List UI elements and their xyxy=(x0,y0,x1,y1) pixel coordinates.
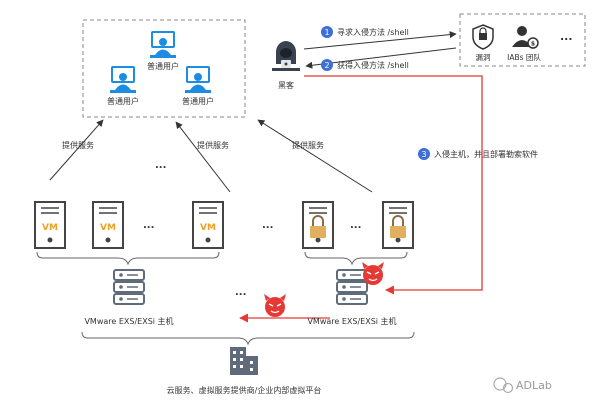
service-arrow-left xyxy=(49,119,104,181)
encrypted-vm-server xyxy=(382,201,414,249)
step1-number: 1 xyxy=(324,28,329,37)
right-vm-brace xyxy=(304,251,408,266)
encrypted-vm-server xyxy=(302,201,334,249)
vm-badge: VM xyxy=(200,223,216,233)
iabs-label: IABs 团队 xyxy=(507,53,541,62)
threat-groups-box xyxy=(459,13,586,67)
users-group-box xyxy=(82,19,246,118)
host-server-icon xyxy=(336,269,368,305)
service-label-left: 提供服务 xyxy=(62,140,94,150)
step2-number: 2 xyxy=(324,61,329,70)
step1-arrow xyxy=(303,31,457,50)
left-vm-brace xyxy=(36,251,220,266)
user-label-right: 普通用户 xyxy=(182,96,214,106)
vm-ellipsis-center: ... xyxy=(262,220,273,231)
watermark-logo-icon xyxy=(493,377,514,394)
user-label-top: 普通用户 xyxy=(147,61,179,71)
host-ellipsis: ... xyxy=(235,287,246,298)
host-label-left: VMware EXS/EXSi 主机 xyxy=(84,316,173,326)
devil-icon xyxy=(263,293,287,318)
step2-text: 获得入侵方法 /shell xyxy=(337,60,409,70)
platform-label: 云服务、虚拟服务提供商/企业内部虚拟平台 xyxy=(167,385,322,395)
user-label-left: 普通用户 xyxy=(107,96,139,106)
vm-badge: VM xyxy=(42,223,58,233)
hacker-label: 黑客 xyxy=(278,80,294,90)
threat-more-ellipsis: ... xyxy=(560,30,573,43)
user-icon xyxy=(149,31,177,59)
step3-attack-path xyxy=(304,75,483,295)
service-label-right: 提供服务 xyxy=(292,140,324,150)
host-label-right: VMware EXS/EXSi 主机 xyxy=(307,316,396,326)
service-arrow-right xyxy=(257,119,373,193)
iabs-team-icon: $ xyxy=(512,26,539,49)
vulnerability-label: 漏洞 xyxy=(476,52,491,62)
vm-ellipsis-right: ... xyxy=(350,220,361,231)
svg-text:$: $ xyxy=(531,41,535,48)
service-label-middle: 提供服务 xyxy=(197,140,229,150)
user-icon xyxy=(109,66,137,94)
service-arrow-middle xyxy=(175,121,231,193)
step2-badge xyxy=(321,59,333,71)
step3-text: 入侵主机，并且部署勒索软件 xyxy=(434,149,538,159)
step3-number: 3 xyxy=(421,150,426,159)
vulnerability-icon xyxy=(472,24,494,50)
vm-badge: VM xyxy=(100,223,116,233)
service-ellipsis: ... xyxy=(155,160,166,171)
user-icon xyxy=(184,66,212,94)
hacker-icon xyxy=(272,41,300,71)
building-icon xyxy=(230,347,258,375)
watermark-text: ADLab xyxy=(516,379,552,392)
hosts-brace xyxy=(81,331,415,346)
vm-ellipsis-left: ... xyxy=(143,220,154,231)
host-server-icon xyxy=(113,269,145,305)
step3-badge xyxy=(418,148,430,160)
step1-text: 寻求入侵方法 /shell xyxy=(337,27,409,37)
step1-badge xyxy=(321,26,333,38)
